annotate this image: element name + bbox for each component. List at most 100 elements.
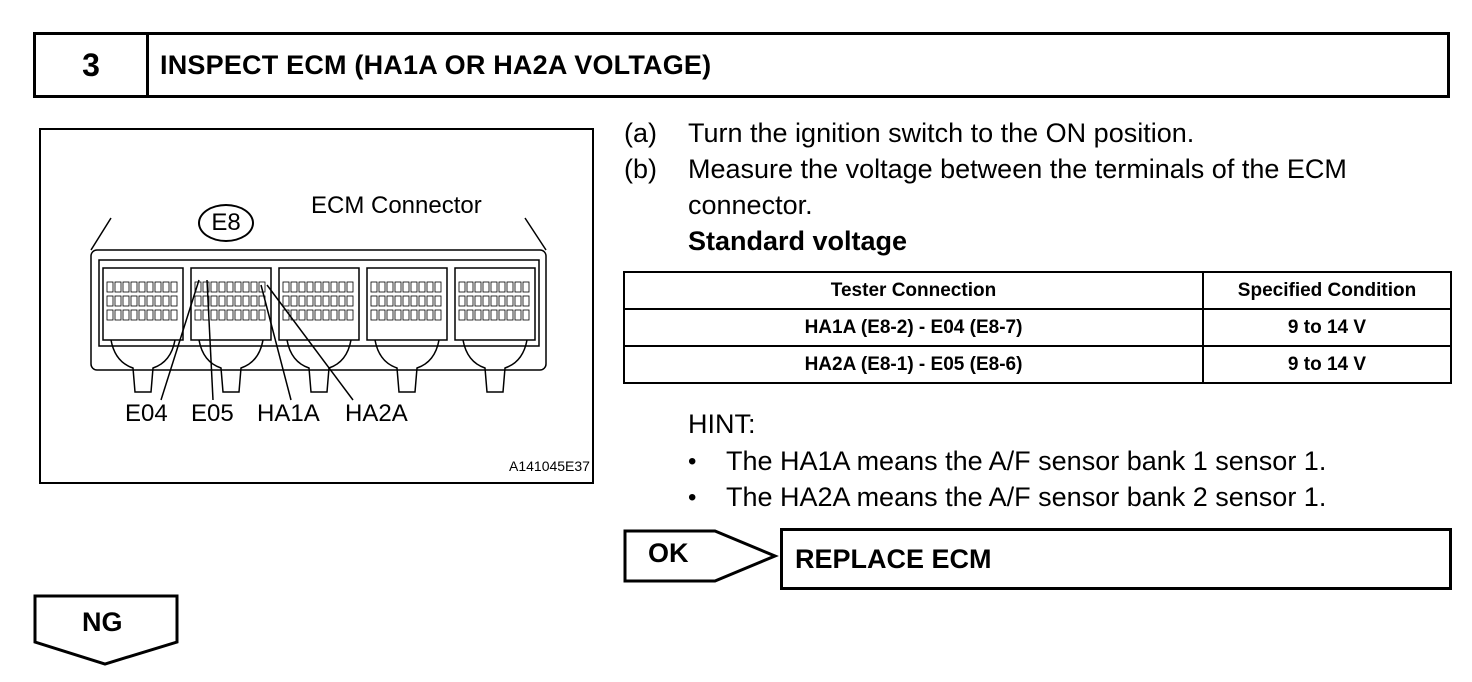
connector-pin: [194, 309, 202, 321]
column-header-condition: Specified Condition: [1202, 271, 1452, 310]
terminal-label-ha2a: HA2A: [345, 400, 408, 427]
connector-pin: [138, 295, 146, 307]
connector-pin: [370, 309, 378, 321]
connector-pin: [458, 281, 466, 293]
connector-id: E8: [198, 204, 254, 242]
connector-pin: [378, 309, 386, 321]
connector-pin: [394, 309, 402, 321]
connector-pin: [418, 309, 426, 321]
connector-pin: [458, 309, 466, 321]
wire-bundle: [462, 339, 528, 393]
terminal-label-e04: E04: [125, 400, 168, 427]
table-row: HA2A (E8-1) - E05 (E8-6) 9 to 14 V: [623, 345, 1452, 384]
connector-pin: [506, 309, 514, 321]
connector-pin: [498, 309, 506, 321]
connector-pin: [138, 281, 146, 293]
connector-title: ECM Connector: [311, 192, 482, 219]
ng-label: NG: [82, 607, 123, 637]
wire-bundle: [198, 339, 264, 393]
connector-pin: [218, 309, 226, 321]
connector-pin: [106, 309, 114, 321]
step-b-marker: (b): [624, 154, 657, 184]
connector-pin: [298, 295, 306, 307]
connector-pin: [522, 281, 530, 293]
replace-ecm-text: REPLACE ECM: [795, 543, 992, 574]
connector-pin: [322, 309, 330, 321]
connector-pin: [122, 295, 130, 307]
connector-pin: [402, 281, 410, 293]
connector-pin: [170, 309, 178, 321]
connector-pin: [122, 281, 130, 293]
replace-ecm-box: REPLACE ECM: [780, 528, 1452, 590]
connector-pin: [258, 281, 266, 293]
connector-pin: [490, 281, 498, 293]
ok-label: OK: [648, 538, 689, 568]
spec-table: Tester Connection Specified Condition HA…: [623, 271, 1452, 384]
connector-pin: [210, 295, 218, 307]
connector-pin: [514, 295, 522, 307]
connector-pin: [154, 281, 162, 293]
connector-pin: [258, 309, 266, 321]
step-a-marker: (a): [624, 118, 657, 148]
connector-pin: [426, 295, 434, 307]
connector-pin: [490, 295, 498, 307]
connector-pin: [146, 295, 154, 307]
connector-pin: [490, 309, 498, 321]
connector-pin: [202, 295, 210, 307]
connector-pin: [218, 295, 226, 307]
connector-pin: [218, 281, 226, 293]
connector-pin: [338, 309, 346, 321]
connector-pin: [410, 309, 418, 321]
connector-pin: [386, 295, 394, 307]
connector-pin: [410, 281, 418, 293]
connector-pin: [482, 309, 490, 321]
connector-pin: [210, 281, 218, 293]
connector-pin: [498, 295, 506, 307]
connector-pin: [418, 295, 426, 307]
connector-pin: [370, 281, 378, 293]
ecm-connector-drawing: [90, 217, 547, 401]
connector-pin: [226, 309, 234, 321]
connector-pin: [114, 309, 122, 321]
connector-pin: [106, 281, 114, 293]
connector-pin: [306, 309, 314, 321]
connector-pin: [330, 295, 338, 307]
connector-pin: [154, 309, 162, 321]
connector-pin: [290, 281, 298, 293]
step-b-text-line2: connector.: [688, 190, 813, 220]
ng-arrow-icon: [33, 594, 179, 666]
connector-pin: [482, 281, 490, 293]
connector-pin: [466, 309, 474, 321]
connector-pin: [242, 309, 250, 321]
connector-pin: [402, 309, 410, 321]
connector-pin: [474, 281, 482, 293]
connector-pin: [146, 281, 154, 293]
connector-pin: [434, 281, 442, 293]
connector-pin: [282, 281, 290, 293]
connector-pin: [234, 295, 242, 307]
connector-pin: [330, 281, 338, 293]
step-b-text-line1: Measure the voltage between the terminal…: [688, 154, 1347, 184]
connector-pin: [234, 309, 242, 321]
connector-block: [102, 267, 184, 341]
connector-pin: [226, 295, 234, 307]
hint-label: HINT:: [688, 409, 756, 439]
connector-pin: [522, 295, 530, 307]
tester-connection-cell: HA1A (E8-2) - E04 (E8-7): [623, 308, 1204, 347]
connector-pin: [314, 281, 322, 293]
terminal-label-e05: E05: [191, 400, 234, 427]
ok-arrow-icon: [623, 529, 779, 583]
connector-pin: [306, 295, 314, 307]
connector-pin: [426, 281, 434, 293]
table-row: HA1A (E8-2) - E04 (E8-7) 9 to 14 V: [623, 308, 1452, 347]
connector-pin: [466, 281, 474, 293]
tester-connection-cell: HA2A (E8-1) - E05 (E8-6): [623, 345, 1204, 384]
connector-pin: [170, 281, 178, 293]
connector-pin: [522, 309, 530, 321]
step-header: 3 INSPECT ECM (HA1A OR HA2A VOLTAGE): [33, 32, 1450, 98]
condition-cell: 9 to 14 V: [1202, 345, 1452, 384]
wire-bundle: [110, 339, 176, 393]
connector-pin: [162, 295, 170, 307]
wire-bundle: [374, 339, 440, 393]
connector-block: [454, 267, 536, 341]
